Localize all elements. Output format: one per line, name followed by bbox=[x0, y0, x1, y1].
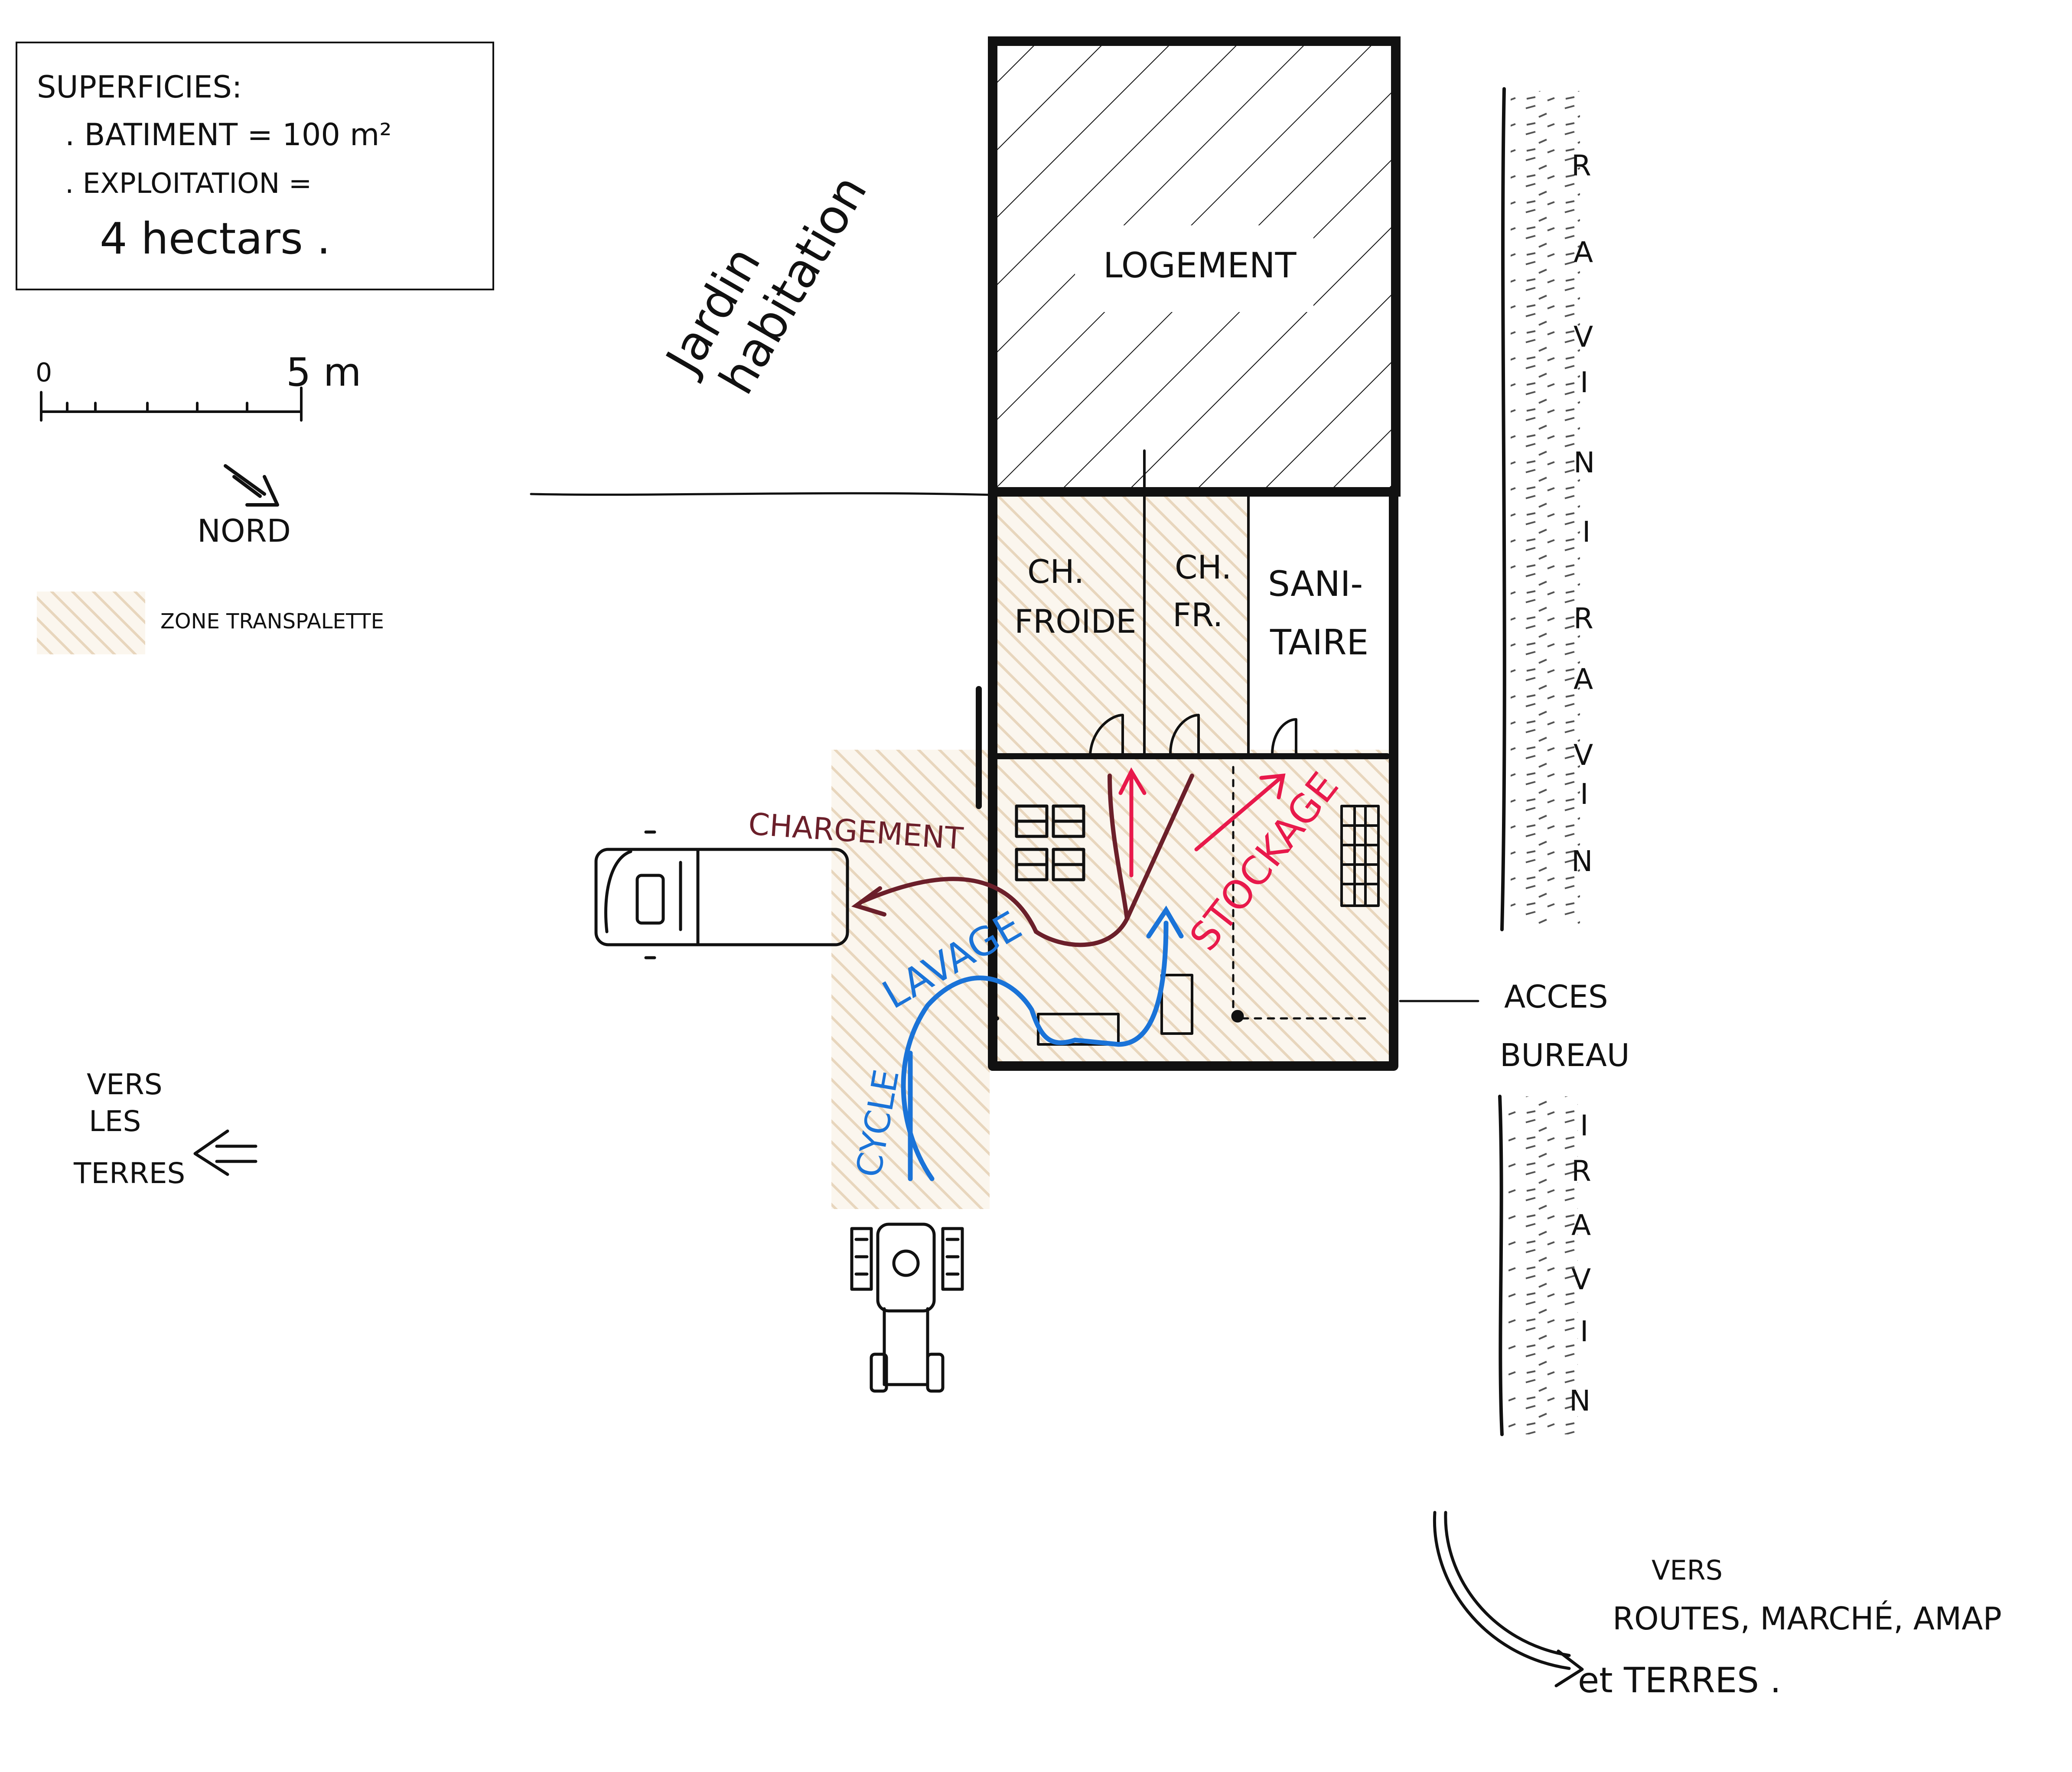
acces-label-line1: ACCES bbox=[1504, 979, 1608, 1015]
scale-end-label: 5 m bbox=[286, 350, 362, 395]
garden-label: Jardin habitation bbox=[654, 166, 878, 403]
vers-terres-line3: TERRES bbox=[73, 1157, 185, 1190]
ravin-letter: R bbox=[1571, 1154, 1591, 1188]
legend-box: SUPERFICIES: . BATIMENT = 100 m² . EXPLO… bbox=[16, 42, 494, 290]
legend-batiment: . BATIMENT = 100 m² bbox=[65, 117, 391, 153]
ch-fr-line1: CH. bbox=[1175, 548, 1231, 586]
sanitaire-line2: TAIRE bbox=[1270, 622, 1368, 663]
site-boundary-line bbox=[530, 492, 994, 496]
ravin-letter: N bbox=[1569, 1384, 1590, 1418]
ravin-letter: A bbox=[1574, 236, 1593, 269]
ch-fr-line2: FR. bbox=[1173, 596, 1223, 634]
north-label: NORD bbox=[197, 513, 291, 549]
crate-stack bbox=[1015, 804, 1085, 881]
ravin-letter: R bbox=[1571, 149, 1591, 182]
ravin-label-upper: R A V I N I R A V I N bbox=[1571, 149, 1595, 878]
north-arrow: NORD bbox=[197, 464, 291, 549]
chargement-flow bbox=[851, 774, 1194, 947]
building-walls bbox=[976, 449, 1398, 1071]
sanitaire-room: SANI- TAIRE bbox=[1268, 564, 1368, 663]
ravin-letter: R bbox=[1574, 602, 1593, 635]
ravin-letter: I bbox=[1580, 777, 1588, 811]
ravin-letter: V bbox=[1574, 738, 1593, 772]
shelving-unit bbox=[1340, 805, 1380, 907]
curved-arrow-icon bbox=[1433, 1511, 1584, 1687]
ch-froide-line1: CH. bbox=[1027, 553, 1084, 591]
logement-label: LOGEMENT bbox=[1103, 245, 1297, 286]
ravine bbox=[1498, 87, 1580, 1436]
vers-routes-line1: VERS bbox=[1652, 1554, 1723, 1586]
scale-bar: 0 5 m bbox=[36, 350, 362, 422]
scale-start-label: 0 bbox=[36, 358, 52, 388]
vers-terres-line1: VERS bbox=[87, 1068, 163, 1101]
legend-hectares: 4 hectars . bbox=[100, 213, 331, 264]
vers-terres-note: VERS LES TERRES bbox=[73, 1068, 257, 1190]
ravin-letter: V bbox=[1574, 320, 1593, 354]
zone-legend-swatch bbox=[37, 592, 145, 654]
ravin-letter: V bbox=[1571, 1263, 1591, 1296]
ravin-letter: I bbox=[1580, 1109, 1588, 1142]
vers-routes-line2: ROUTES, MARCHÉ, AMAP bbox=[1613, 1600, 2002, 1637]
vers-routes-line3: et TERRES . bbox=[1578, 1660, 1781, 1700]
legend-exploitation: . EXPLOITATION = bbox=[65, 168, 312, 200]
sanitaire-line1: SANI- bbox=[1268, 564, 1363, 604]
vers-routes-note: VERS ROUTES, MARCHÉ, AMAP et TERRES . bbox=[1433, 1511, 2002, 1700]
acces-label-line2: BUREAU bbox=[1500, 1037, 1630, 1073]
arrow-left-icon bbox=[193, 1129, 257, 1176]
vers-terres-line2: LES bbox=[89, 1105, 141, 1138]
ravin-letter: N bbox=[1574, 446, 1595, 479]
ravin-letter: A bbox=[1574, 663, 1593, 696]
ch-froide-line2: FROIDE bbox=[1014, 602, 1137, 641]
delivery-van bbox=[594, 830, 849, 959]
tractor bbox=[850, 1223, 964, 1393]
stockage-flow bbox=[1118, 767, 1286, 878]
ravin-letter: I bbox=[1580, 1315, 1588, 1348]
logement-room: LOGEMENT bbox=[988, 36, 1401, 497]
ravin-letter: A bbox=[1571, 1209, 1591, 1242]
ch-fr-room: CH. FR. bbox=[1173, 548, 1231, 634]
zone-legend: ZONE TRANSPALETTE bbox=[37, 592, 384, 654]
ch-froide-room: CH. FROIDE bbox=[1014, 553, 1137, 641]
ravin-letter: I bbox=[1580, 366, 1588, 399]
legend-heading: SUPERFICIES: bbox=[37, 69, 242, 105]
ravin-letter: N bbox=[1571, 845, 1593, 878]
north-arrow-icon bbox=[224, 464, 279, 507]
ravin-letter: I bbox=[1582, 515, 1590, 549]
lavage-flow bbox=[901, 905, 1184, 1181]
ravin-label-lower: I R A V I N bbox=[1569, 1109, 1591, 1418]
zone-legend-label: ZONE TRANSPALETTE bbox=[160, 609, 384, 634]
